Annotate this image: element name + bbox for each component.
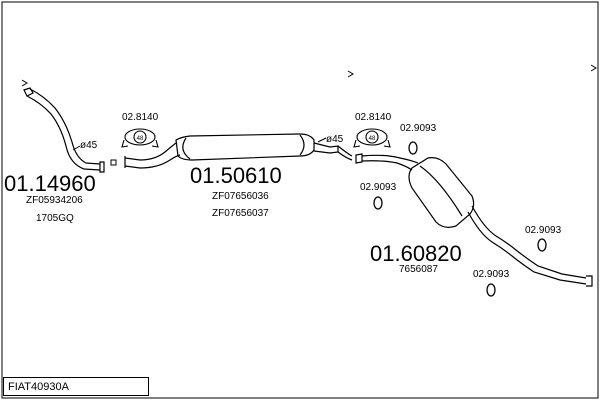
clamp-size-left: 48 — [137, 136, 144, 142]
clamp-icon-left — [121, 128, 159, 148]
clamp-label-left: 02.8140 — [122, 112, 159, 123]
ref-centre-silencer-1: ZF07656036 — [212, 191, 269, 202]
diameter-arrow-front — [72, 145, 81, 151]
ref-centre-silencer-2: ZF07656037 — [212, 208, 269, 219]
part-number-rear-silencer: 01.60820 — [370, 241, 462, 266]
rubber-ring-icon-1 — [408, 141, 418, 155]
ref-front-pipe-1: ZF05934206 — [26, 195, 83, 206]
ring-label-4: 02.9093 — [473, 269, 510, 280]
clamp-size-right: 48 — [369, 136, 376, 142]
rear-silencer-drawing — [355, 153, 593, 287]
front-arrow-marker — [21, 79, 28, 87]
gasket-square-front — [110, 159, 117, 166]
ring-label-2: 02.9093 — [360, 182, 397, 193]
ring-label-1: 02.9093 — [400, 123, 437, 134]
clamp-label-right: 02.8140 — [355, 112, 392, 123]
rubber-ring-icon-3 — [537, 238, 547, 252]
diagram-code-box: FIAT40930A — [3, 377, 149, 396]
part-number-front-pipe: 01.14960 — [4, 171, 96, 196]
rear-arrow-marker — [590, 64, 597, 72]
rubber-ring-icon-4 — [486, 283, 496, 297]
diameter-label-front: ø45 — [80, 140, 98, 151]
diagram-code-label: FIAT40930A — [8, 381, 69, 393]
part-number-centre-silencer: 01.50610 — [190, 163, 282, 188]
ring-label-3: 02.9093 — [525, 225, 562, 236]
centre-arrow-marker — [347, 70, 354, 78]
diameter-label-centre: ø45 — [326, 134, 344, 145]
centre-silencer-drawing — [124, 133, 353, 169]
diameter-arrow-centre — [317, 137, 327, 143]
ref-rear-silencer-1: 7656087 — [399, 264, 438, 275]
ref-front-pipe-2: 1705GQ — [36, 213, 74, 224]
rubber-ring-icon-2 — [373, 196, 383, 210]
clamp-icon-right — [353, 128, 391, 148]
front-pipe-drawing — [23, 87, 105, 173]
